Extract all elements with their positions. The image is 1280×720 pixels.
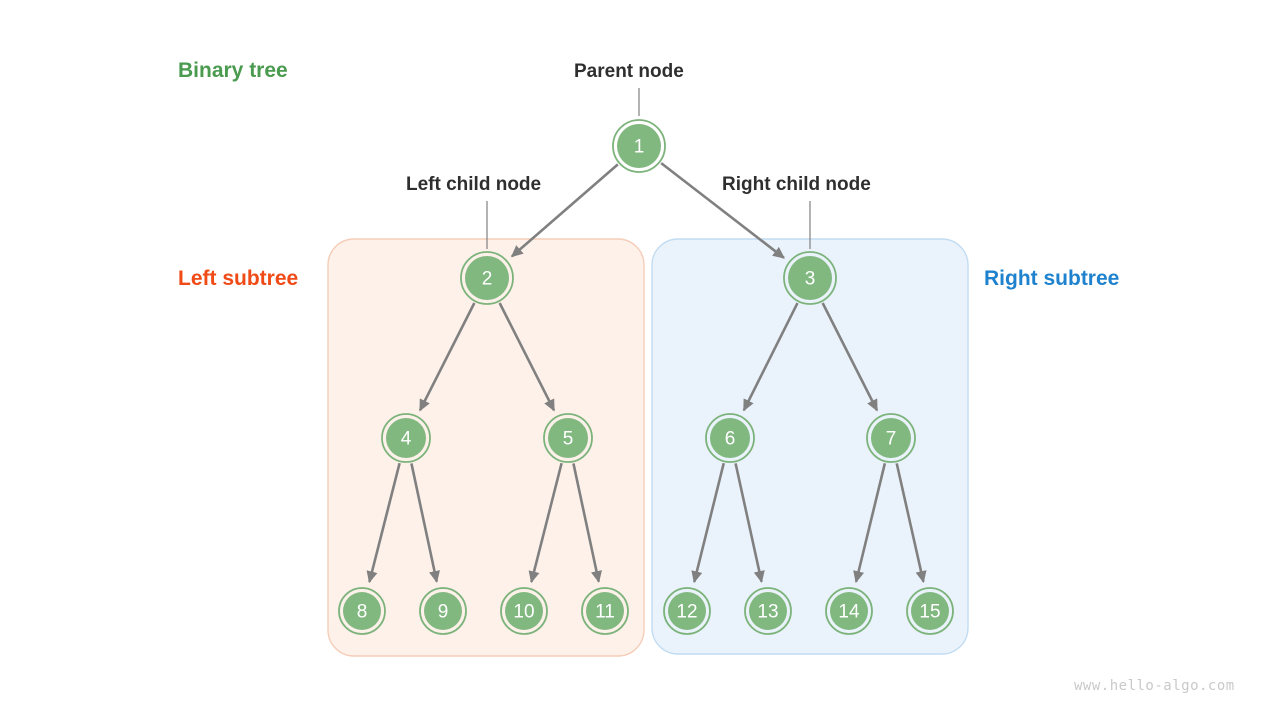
node-circle	[830, 592, 868, 630]
tree-node-14[interactable]: 14	[825, 587, 873, 635]
node-circle	[505, 592, 543, 630]
node-ring	[705, 413, 755, 463]
tree-edge-3-to-7	[821, 302, 879, 412]
node-ring	[744, 587, 792, 635]
node-value: 7	[886, 429, 897, 450]
subtree-boxes	[327, 238, 969, 657]
tree-node-12[interactable]: 12	[663, 587, 711, 635]
tree-edge-3-to-6	[742, 302, 799, 412]
node-ring	[460, 251, 514, 305]
node-value: 3	[805, 269, 816, 290]
node-circle	[465, 256, 509, 300]
tree-edge-7-to-14	[853, 462, 887, 584]
node-value: 8	[357, 602, 368, 623]
right-child-node-label: Right child node	[722, 174, 871, 195]
callout-leader-lines	[486, 88, 811, 249]
left-child-node-label: Left child node	[406, 174, 542, 195]
node-value: 15	[919, 602, 940, 623]
tree-edge-5-to-10	[528, 462, 563, 584]
node-value: 14	[838, 602, 860, 623]
tree-edge-1-to-3	[660, 162, 785, 259]
node-circle	[386, 418, 426, 458]
node-ring	[500, 587, 548, 635]
tree-node-15[interactable]: 15	[906, 587, 954, 635]
tree-node-13[interactable]: 13	[744, 587, 792, 635]
node-ring	[783, 251, 837, 305]
node-circle	[548, 418, 588, 458]
node-circle	[586, 592, 624, 630]
node-ring	[612, 119, 666, 173]
node-value: 10	[513, 602, 534, 623]
tree-node-10[interactable]: 10	[500, 587, 548, 635]
node-circle	[617, 124, 661, 168]
node-value: 12	[676, 602, 697, 623]
node-ring	[338, 587, 386, 635]
node-ring	[581, 587, 629, 635]
node-ring	[419, 587, 467, 635]
tree-node-9[interactable]: 9	[419, 587, 467, 635]
tree-node-3[interactable]: 3	[783, 251, 837, 305]
tree-edges	[366, 162, 927, 584]
tree-edge-6-to-12	[691, 462, 725, 584]
node-ring	[381, 413, 431, 463]
node-value: 4	[401, 429, 412, 450]
node-circle	[788, 256, 832, 300]
tree-node-4[interactable]: 4	[381, 413, 431, 463]
node-value: 2	[482, 269, 493, 290]
parent-node-label: Parent node	[574, 61, 684, 82]
right-subtree-label: Right subtree	[984, 267, 1120, 290]
watermark: www.hello-algo.com	[1074, 678, 1235, 694]
tree-edge-7-to-15	[895, 463, 927, 584]
node-ring	[663, 587, 711, 635]
tree-edge-1-to-2	[510, 163, 619, 258]
tree-edge-2-to-5	[498, 302, 556, 412]
tree-node-6[interactable]: 6	[705, 413, 755, 463]
node-value: 11	[595, 602, 615, 623]
left-subtree-label: Left subtree	[178, 267, 299, 290]
node-ring	[866, 413, 916, 463]
node-ring	[825, 587, 873, 635]
tree-node-2[interactable]: 2	[460, 251, 514, 305]
tree-edge-5-to-11	[572, 463, 602, 583]
node-value: 9	[438, 602, 449, 623]
tree-node-11[interactable]: 11	[581, 587, 629, 635]
node-ring	[906, 587, 954, 635]
node-circle	[343, 592, 381, 630]
node-circle	[668, 592, 706, 630]
tree-node-1[interactable]: 1	[612, 119, 666, 173]
tree-node-7[interactable]: 7	[866, 413, 916, 463]
node-value: 13	[757, 602, 778, 623]
tree-node-5[interactable]: 5	[543, 413, 593, 463]
node-value: 6	[725, 429, 736, 450]
left-subtree-box	[327, 238, 645, 657]
tree-node-8[interactable]: 8	[338, 587, 386, 635]
tree-edge-4-to-9	[410, 463, 440, 583]
node-ring	[543, 413, 593, 463]
page-title: Binary tree	[178, 59, 288, 82]
node-value: 5	[563, 429, 574, 450]
node-circle	[749, 592, 787, 630]
node-circle	[424, 592, 462, 630]
tree-edge-2-to-4	[418, 302, 476, 412]
node-circle	[710, 418, 750, 458]
node-value: 1	[634, 137, 645, 158]
tree-edge-4-to-8	[366, 462, 401, 584]
node-circle	[911, 592, 949, 630]
node-circle	[871, 418, 911, 458]
tree-edge-6-to-13	[734, 463, 765, 583]
